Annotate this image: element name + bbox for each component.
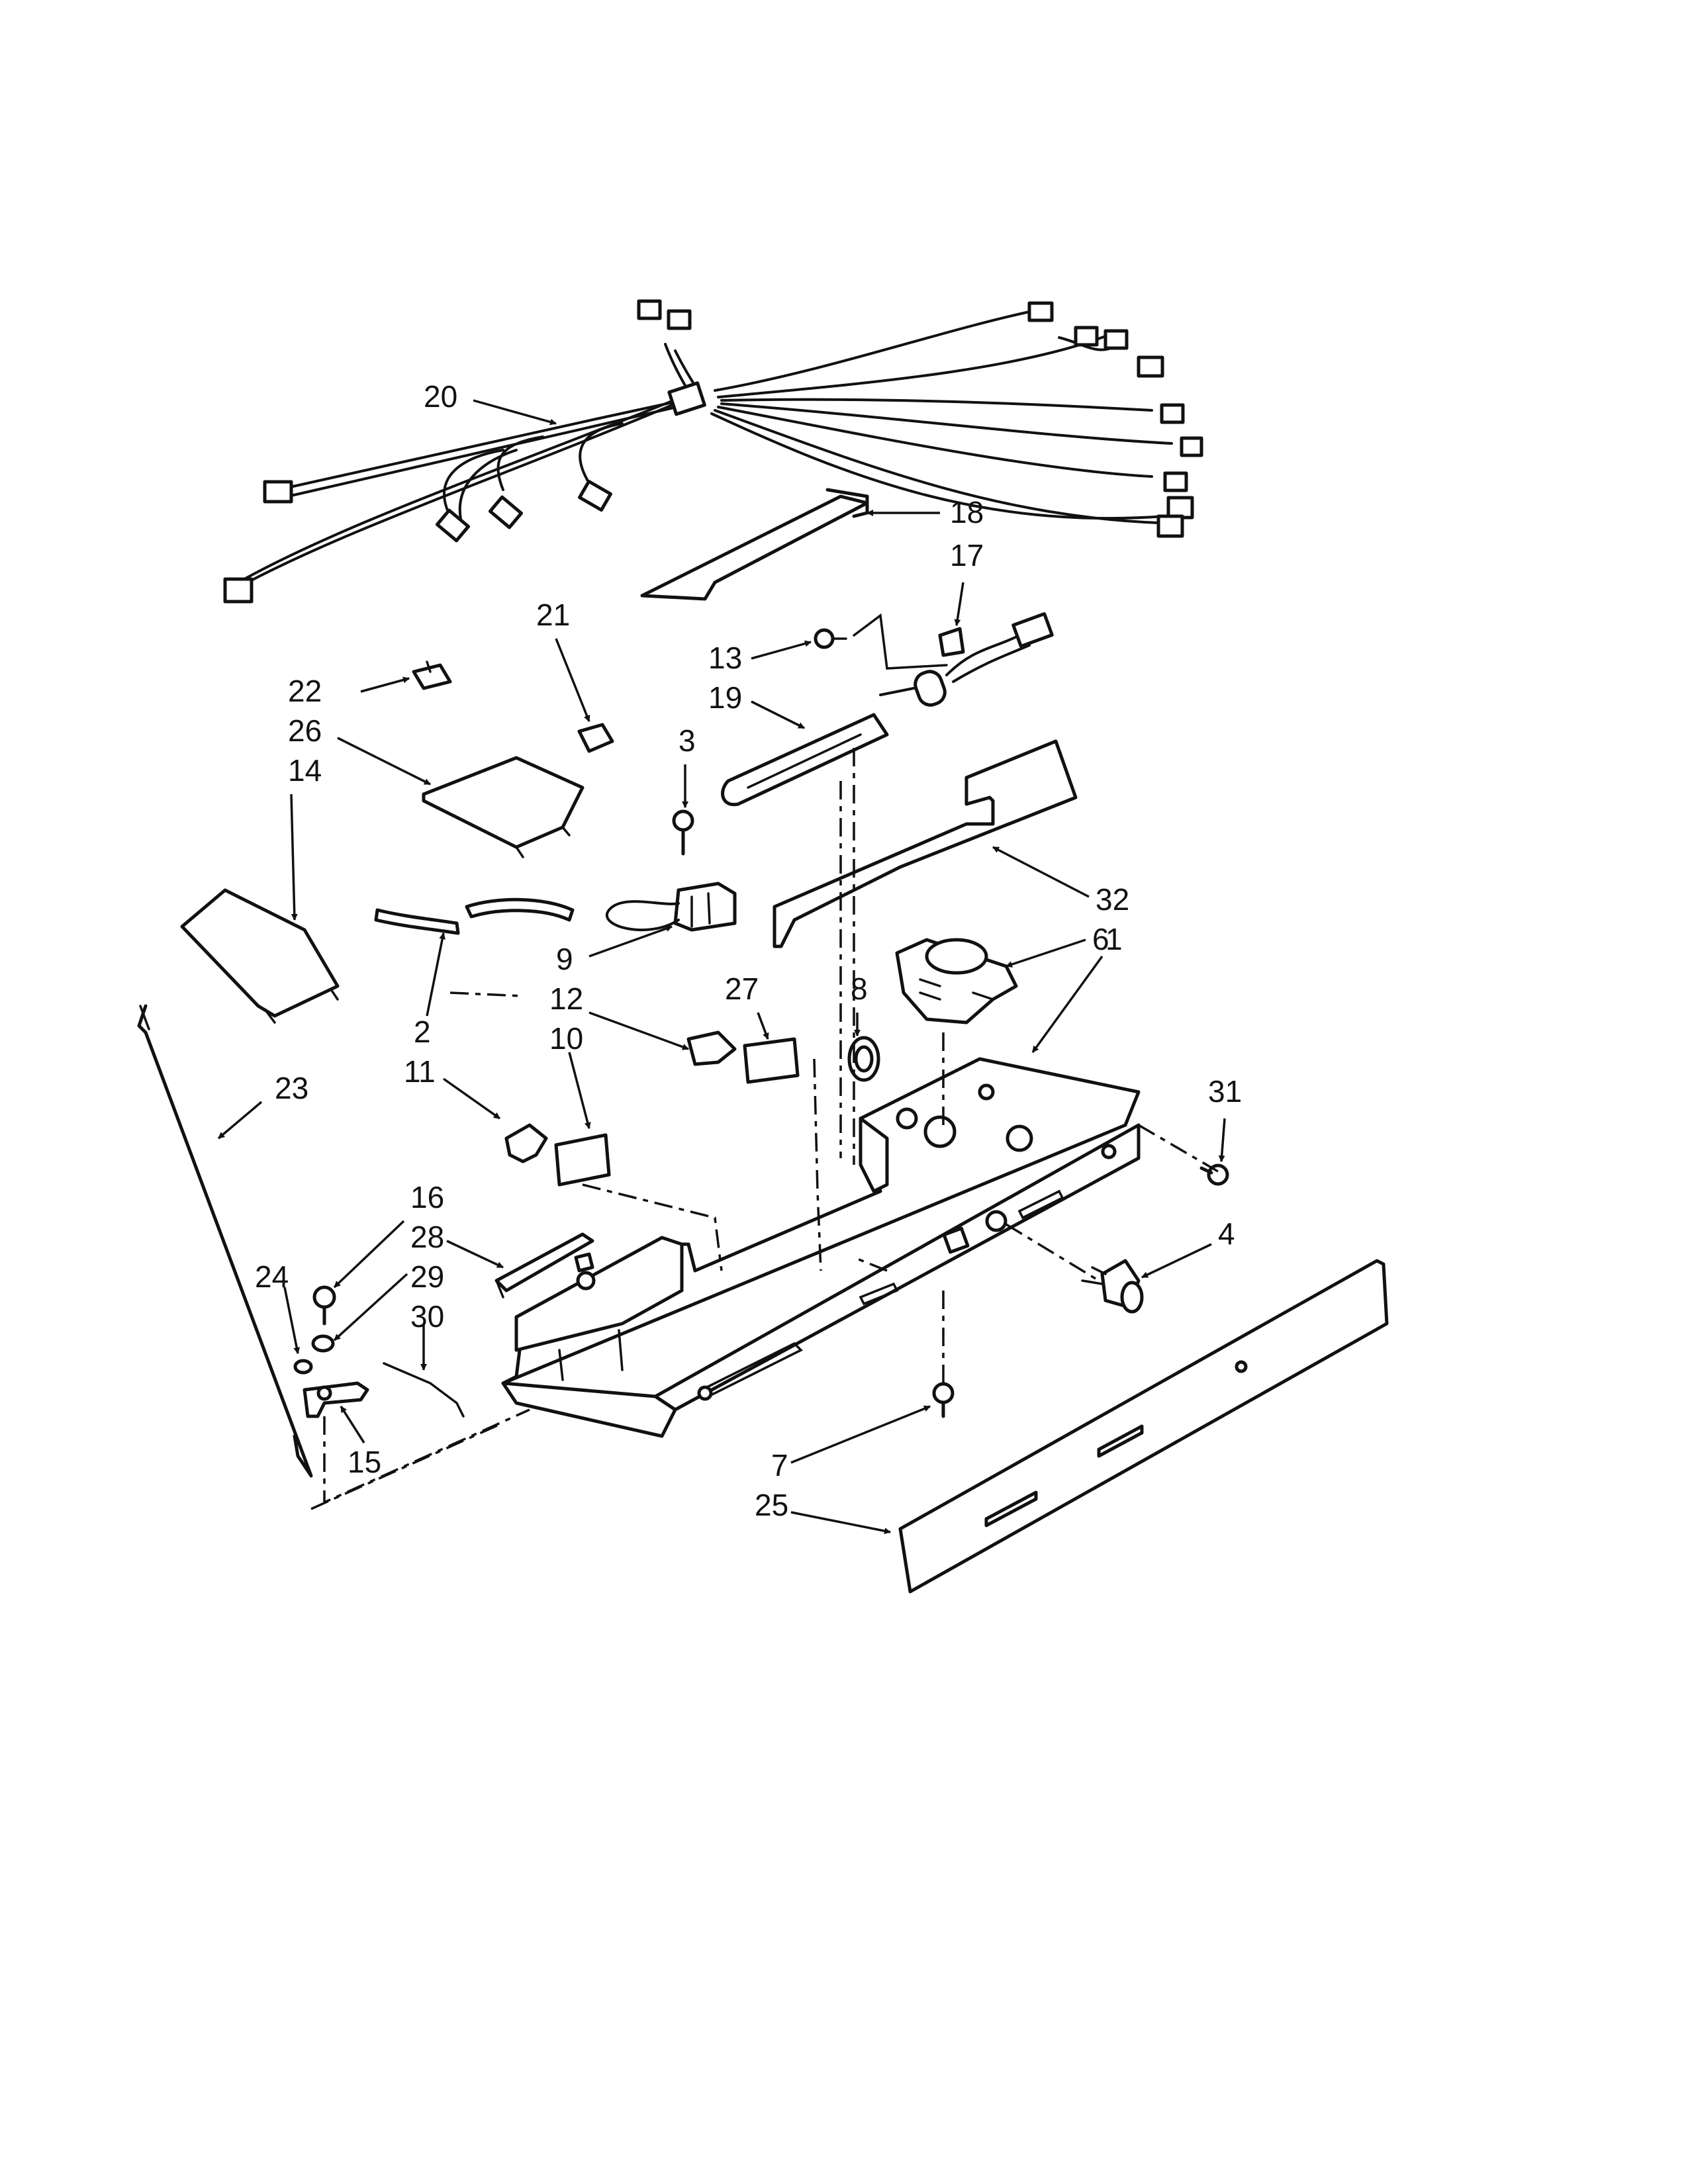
part-1-housing <box>501 1057 1141 1438</box>
part-21-clip <box>577 723 614 753</box>
callout-12: 12 <box>549 981 583 1016</box>
part-26-cover <box>422 756 585 858</box>
callout-2: 2 <box>414 1015 431 1049</box>
callout-14: 14 <box>288 753 322 788</box>
callout-8: 8 <box>851 972 868 1006</box>
alignment-lines <box>310 748 1219 1510</box>
part-9-switch <box>606 882 737 932</box>
callout-16: 16 <box>410 1180 444 1214</box>
callout-13: 13 <box>708 641 742 675</box>
part-32-insulation <box>773 739 1078 948</box>
callout-19: 19 <box>708 680 742 715</box>
part-31-screw <box>1199 1163 1229 1186</box>
part-4-socket <box>1081 1259 1144 1314</box>
callout-1: 1 <box>1105 922 1123 956</box>
callout-9: 9 <box>556 942 573 976</box>
wire-harness <box>223 299 1203 604</box>
callout-32: 32 <box>1096 882 1129 917</box>
part-24-washer <box>293 1359 313 1375</box>
callout-11: 11 <box>404 1054 436 1089</box>
callout-3: 3 <box>679 723 696 758</box>
part-25-panel <box>898 1259 1389 1594</box>
callout-15: 15 <box>348 1445 381 1479</box>
callout-29: 29 <box>410 1259 444 1294</box>
part-15-bracket <box>303 1381 369 1418</box>
part-19-defrost-heater <box>721 612 1054 807</box>
callout-25: 25 <box>755 1488 788 1522</box>
callout-7: 7 <box>771 1448 788 1482</box>
part-6-control <box>895 938 1018 1024</box>
callout-27: 27 <box>725 972 759 1006</box>
part-12-clip <box>686 1030 737 1066</box>
callout-24: 24 <box>255 1259 289 1294</box>
part-10-label <box>554 1133 611 1187</box>
callout-31: 31 <box>1208 1074 1242 1109</box>
part-28-bracket <box>494 1232 594 1298</box>
callout-22: 22 <box>288 674 322 708</box>
part-27-label <box>743 1037 800 1084</box>
part-7-screw <box>932 1382 955 1418</box>
part-13-17-link <box>853 613 948 670</box>
callout-30: 30 <box>410 1299 444 1334</box>
part-14-cover <box>180 888 340 1024</box>
callout-28: 28 <box>410 1220 444 1254</box>
part-23-rod <box>137 1004 313 1478</box>
part-13-screw <box>814 628 847 649</box>
callout-labels: 20 18 17 13 19 21 22 26 14 3 32 6 1 9 12… <box>255 379 1242 1522</box>
callout-23: 23 <box>275 1071 308 1105</box>
part-30-wire <box>383 1362 465 1418</box>
callout-18: 18 <box>950 495 984 529</box>
part-16-screw <box>312 1285 336 1326</box>
callout-leaders <box>217 399 1226 1535</box>
part-18-cover <box>640 488 869 601</box>
callout-4: 4 <box>1218 1216 1235 1251</box>
part-3-screw <box>672 809 694 856</box>
callout-10: 10 <box>549 1021 583 1056</box>
part-17-clip <box>938 627 965 657</box>
part-2-tubing <box>374 897 575 935</box>
callout-6: 6 <box>1092 922 1109 956</box>
part-22-clip <box>412 660 452 690</box>
callout-20: 20 <box>424 379 457 414</box>
part-8-grommet <box>847 1036 880 1082</box>
part-11-clip <box>504 1123 548 1163</box>
callout-21: 21 <box>536 598 570 632</box>
callout-17: 17 <box>950 538 984 572</box>
callout-26: 26 <box>288 713 322 748</box>
part-29-washer <box>311 1334 335 1353</box>
